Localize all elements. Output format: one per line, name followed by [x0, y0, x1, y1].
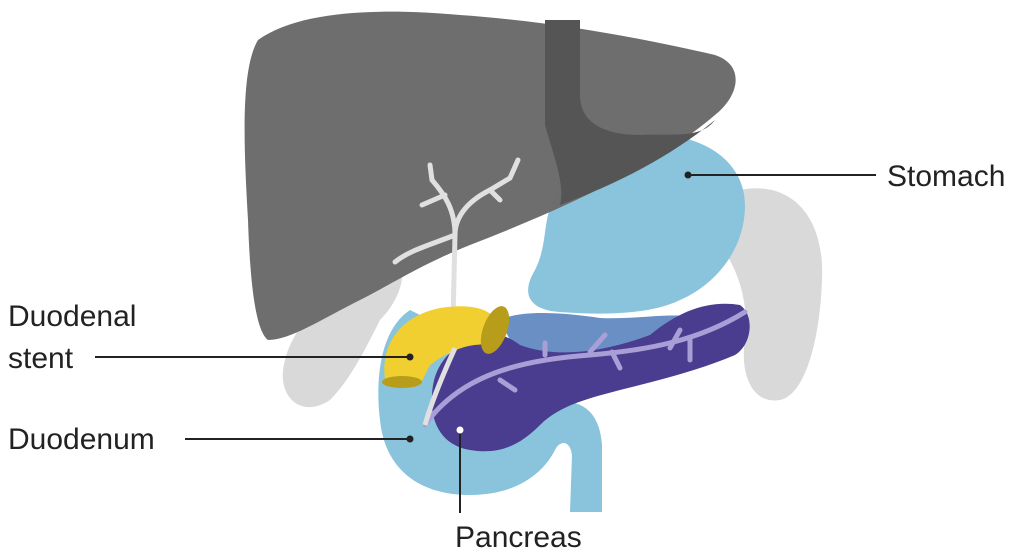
- label-stomach: Stomach: [887, 160, 1005, 193]
- leader-lines: [95, 174, 876, 513]
- bile-ducts: [392, 157, 521, 323]
- stent-inner-line: [422, 346, 458, 426]
- stent-end-top: [480, 306, 510, 354]
- stomach-pointer-dot: [684, 171, 692, 179]
- label-duodenum: Duodenum: [8, 423, 155, 456]
- spleen: [715, 188, 823, 401]
- stent-end-bottom: [382, 376, 422, 388]
- liver: [244, 11, 736, 340]
- duodenum-pointer-dot: [406, 435, 414, 443]
- duodenal-stent: [384, 306, 495, 385]
- label-pancreas: Pancreas: [455, 521, 582, 554]
- pancreatic-duct: [422, 309, 748, 428]
- stomach-behind-liver: [545, 20, 715, 205]
- label-duodenal-stent-line2: stent: [8, 342, 74, 375]
- pancreas-pointer-dot: [456, 426, 464, 434]
- label-duodenal-stent-line1: Duodenal: [8, 300, 136, 333]
- stent-pointer-dot: [406, 353, 414, 361]
